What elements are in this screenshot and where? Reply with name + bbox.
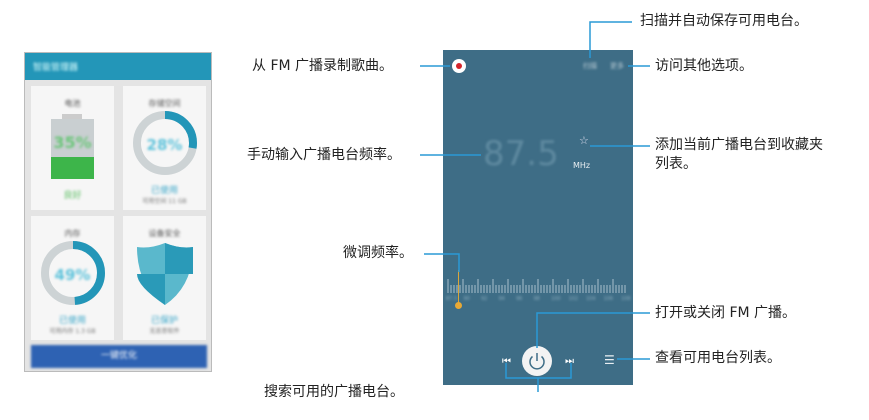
tuning-handle[interactable] — [455, 302, 462, 309]
callout-list: 查看可用电台列表。 — [655, 350, 781, 366]
callout-favorite-2: 列表。 — [655, 156, 697, 172]
security-card[interactable]: 设备安全 已保护 无恶意软件 — [123, 216, 206, 340]
power-button[interactable] — [522, 346, 552, 376]
frequency-scale[interactable] — [443, 275, 633, 315]
scale-label: 90 — [463, 296, 470, 302]
callout-search: 搜索可用的广播电台。 — [264, 384, 404, 400]
storage-value: 28% — [146, 136, 183, 154]
callout-favorite-1: 添加当前广播电台到收藏夹 — [655, 137, 823, 153]
seek-forward-button[interactable]: ⏭ — [565, 356, 574, 367]
callout-scan: 扫描并自动保存可用电台。 — [640, 13, 808, 29]
battery-value: 35% — [53, 133, 92, 152]
frequency-display[interactable]: 87.5 — [483, 134, 559, 174]
station-list-icon[interactable]: ☰ — [604, 353, 615, 367]
card-title: 电池 — [64, 99, 81, 108]
record-button[interactable] — [452, 59, 466, 73]
battery-card[interactable]: 电池 35% 良好 — [31, 86, 114, 210]
card-status: 已保护 — [150, 316, 178, 326]
memory-card[interactable]: 内存 49% 已使用 可用内存 1.3 GB — [31, 216, 114, 340]
card-sub: 可用内存 1.3 GB — [49, 328, 96, 335]
callout-power: 打开或关闭 FM 广播。 — [655, 305, 797, 321]
shield-icon — [137, 243, 193, 305]
scale-label: 102 — [568, 296, 579, 302]
storage-card[interactable]: 存储空间 28% 已使用 可用空间 11 GB — [123, 86, 206, 210]
scale-label: 100 — [551, 296, 561, 302]
favorite-star-icon[interactable]: ☆ — [579, 134, 589, 147]
callout-finetune: 微调频率。 — [343, 245, 413, 261]
scale-label: 106 — [603, 296, 614, 302]
scan-button[interactable]: 扫描 — [583, 62, 597, 70]
header: 智能管理器 — [25, 53, 211, 80]
more-button[interactable]: 更多 — [610, 62, 624, 70]
storage-ring — [133, 111, 197, 175]
seek-back-button[interactable]: ⏮ — [502, 356, 511, 367]
scale-label: 98 — [533, 296, 540, 302]
app-title: 智能管理器 — [33, 63, 79, 73]
frequency-unit: MHz — [573, 161, 591, 170]
smart-manager-screen: 智能管理器 电池 35% 良好 存储空间 28% 已使用 可用空间 11 GB … — [24, 52, 212, 372]
optimize-button[interactable]: 一键优化 — [31, 345, 207, 368]
memory-value: 49% — [54, 266, 91, 284]
card-status: 已使用 — [58, 316, 86, 326]
scale-label: 108 — [621, 296, 631, 302]
battery-icon — [62, 114, 82, 120]
battery-fill — [51, 157, 94, 179]
scale-label: 92 — [481, 296, 488, 302]
tuning-needle[interactable] — [458, 270, 459, 305]
card-status: 已使用 — [150, 186, 178, 196]
scale-label: 87.5 — [446, 296, 458, 302]
callout-more: 访问其他选项。 — [655, 58, 753, 74]
scale-label: 96 — [516, 296, 523, 302]
record-icon — [456, 63, 462, 69]
memory-ring — [41, 241, 105, 305]
card-title: 存储空间 — [148, 99, 181, 108]
scale-label: 104 — [586, 296, 596, 302]
callout-manual: 手动输入广播电台频率。 — [247, 147, 401, 163]
card-sub: 无恶意软件 — [149, 328, 180, 335]
power-icon — [529, 353, 545, 370]
card-status: 良好 — [63, 191, 82, 201]
battery-body: 35% — [51, 119, 94, 179]
callout-record: 从 FM 广播录制歌曲。 — [252, 58, 394, 74]
card-title: 设备安全 — [148, 229, 181, 238]
fm-radio-screen: 扫描 更多 87.5 ☆ MHz 87.5 90 92 94 96 98 100 102 104… — [443, 50, 633, 385]
scale-labels: 87.5 90 92 94 96 98 100 102 104 106 108 — [443, 296, 633, 304]
card-title: 内存 — [64, 229, 81, 238]
card-sub: 可用空间 11 GB — [142, 198, 187, 205]
scale-label: 94 — [498, 296, 505, 302]
